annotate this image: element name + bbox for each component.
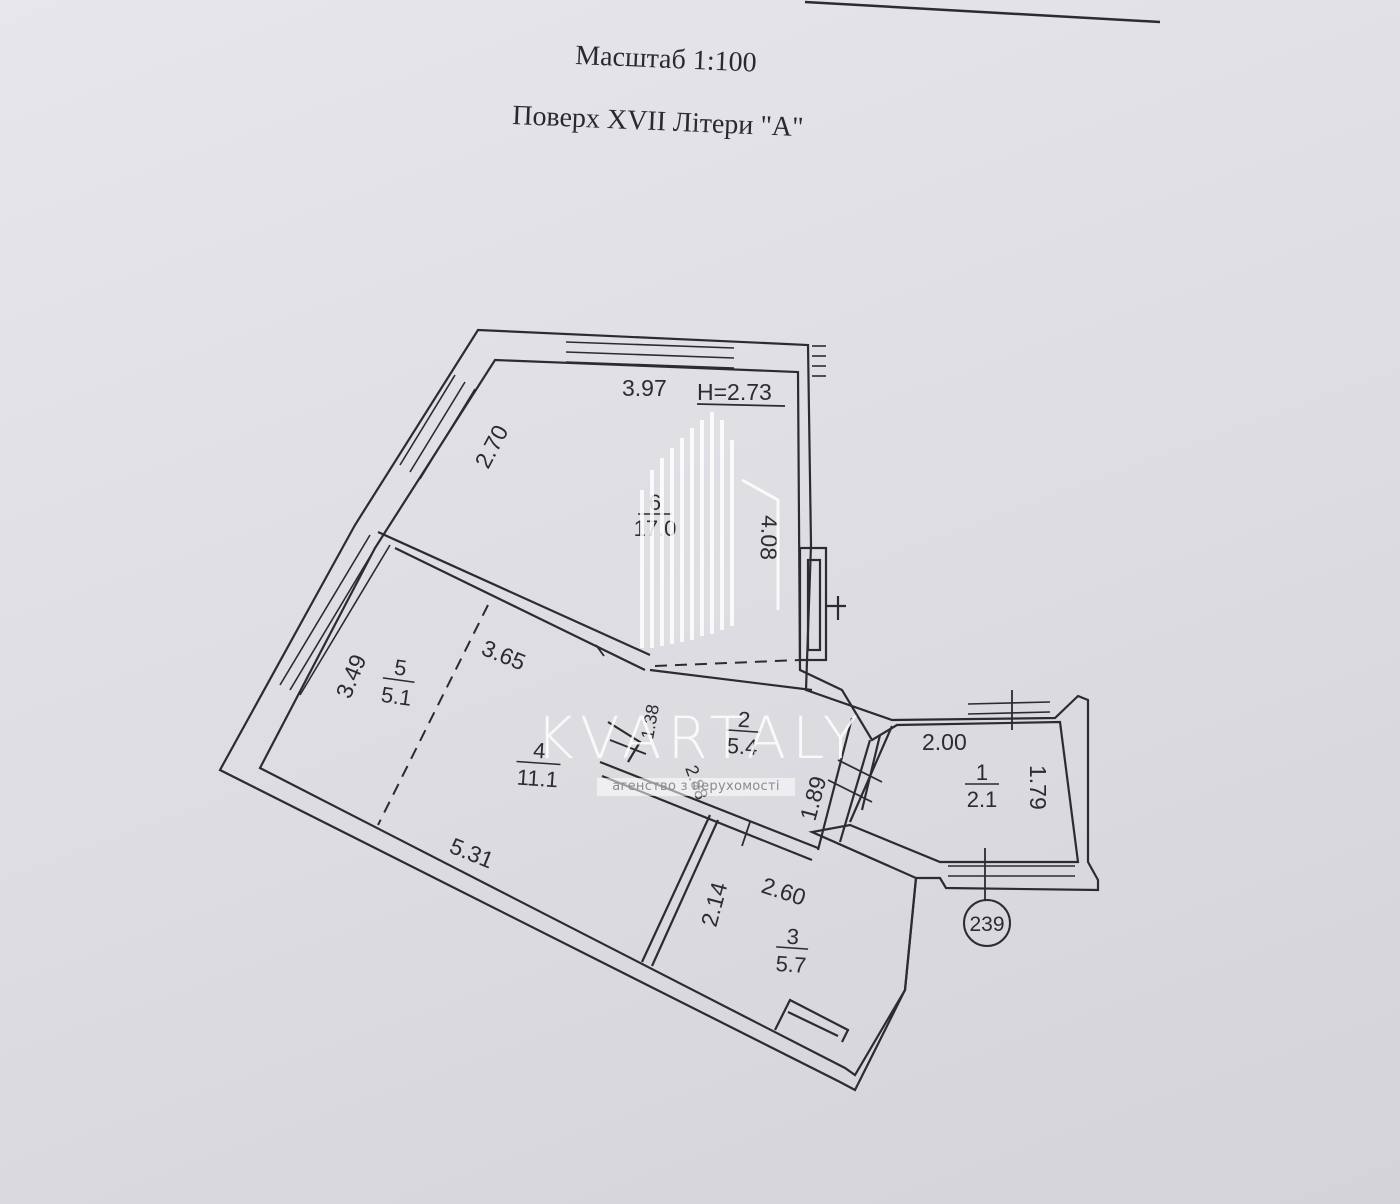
ceiling-height-label: H=2.73 xyxy=(697,379,772,405)
room-number: 5 xyxy=(393,654,409,680)
dashed-dividers xyxy=(377,604,801,826)
watermark-tagline-text: агенство з нерухомості xyxy=(612,779,780,794)
room-number: 4 xyxy=(532,738,546,764)
room-area: 5.7 xyxy=(775,951,807,978)
dim-label: 3.97 xyxy=(622,375,667,401)
room-label-3: 3 5.7 xyxy=(775,924,809,978)
ceiling-underline xyxy=(696,403,786,407)
dim-label: 2.00 xyxy=(922,729,967,755)
room-area: 5.4 xyxy=(726,733,758,760)
dim-label: 3.65 xyxy=(478,635,529,676)
tick-marks xyxy=(595,644,1013,900)
dim-label: 1.79 xyxy=(1025,765,1051,810)
dim-label: 2.60 xyxy=(758,872,809,911)
room-number: 2 xyxy=(737,707,751,733)
room-label-5: 5 5.1 xyxy=(380,654,415,711)
room-area: 5.1 xyxy=(380,682,414,711)
watermark-tagline: агенство з нерухомості xyxy=(597,778,795,796)
watermark-logo xyxy=(640,412,780,648)
room-number: 1 xyxy=(976,760,988,785)
unit-number-badge: 239 xyxy=(963,899,1011,947)
unit-number: 239 xyxy=(969,913,1004,936)
wall-lines xyxy=(218,328,1100,1092)
room-label-1: 1 2.1 xyxy=(965,760,999,812)
room-area: 2.1 xyxy=(967,787,998,812)
dim-label: 3.49 xyxy=(331,651,372,702)
room-label-2: 2 5.4 xyxy=(726,707,761,760)
dim-label: 2.70 xyxy=(469,421,513,473)
header-rule xyxy=(804,0,1161,24)
room-label-4: 4 11.1 xyxy=(516,738,561,793)
dim-label: 2.14 xyxy=(696,879,733,929)
watermark-brand: KVARTALY xyxy=(536,704,864,772)
window-lines xyxy=(279,341,1075,877)
room-area: 11.1 xyxy=(516,765,559,793)
room-number: 3 xyxy=(786,924,800,950)
